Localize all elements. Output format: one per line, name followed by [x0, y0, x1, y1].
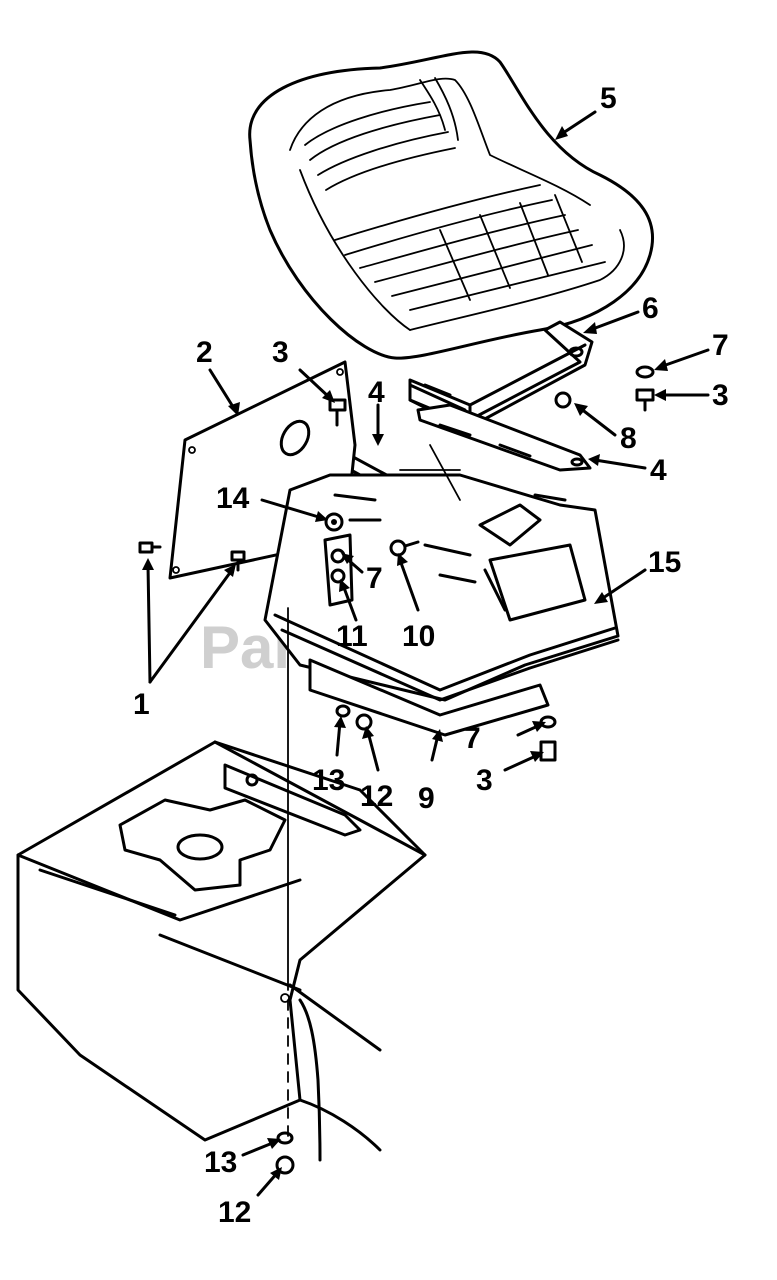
callout-10[interactable]: 10 [402, 620, 435, 653]
leader-arrows [142, 110, 710, 1197]
washer-7a[interactable] [635, 365, 655, 379]
callout-12[interactable]: 12 [218, 1196, 251, 1229]
callout-13[interactable]: 13 [312, 764, 345, 797]
callout-labels: 5 6 7 3 2 3 4 8 4 14 15 7 11 10 1 7 13 1… [133, 82, 729, 1229]
callout-14[interactable]: 14 [216, 482, 250, 515]
bolt-3a[interactable] [635, 388, 655, 402]
callout-3[interactable]: 3 [272, 336, 289, 369]
bolt-1b[interactable] [230, 550, 246, 562]
nut-11[interactable] [330, 568, 346, 584]
callout-5[interactable]: 5 [600, 82, 617, 115]
callout-12[interactable]: 12 [360, 780, 393, 813]
tractor-fender-body [16, 740, 427, 1162]
nut-8[interactable] [554, 391, 572, 409]
seat-part-5[interactable] [248, 50, 655, 360]
hardware-cluster [138, 365, 655, 1175]
callout-7[interactable]: 7 [366, 562, 383, 595]
callout-7[interactable]: 7 [712, 329, 729, 362]
bolt-3c[interactable] [539, 740, 557, 762]
bolt-10[interactable] [389, 539, 407, 557]
callout-6[interactable]: 6 [642, 292, 659, 325]
callout-9[interactable]: 9 [418, 782, 435, 815]
callout-3[interactable]: 3 [476, 764, 493, 797]
washer-7b[interactable] [330, 548, 346, 564]
bolt-1a[interactable] [138, 541, 154, 554]
nut-12a[interactable] [355, 713, 373, 731]
callout-4[interactable]: 4 [368, 376, 385, 409]
callout-2[interactable]: 2 [196, 336, 213, 369]
callout-1[interactable]: 1 [133, 688, 150, 721]
callout-15[interactable]: 15 [648, 546, 681, 579]
callout-8[interactable]: 8 [620, 422, 637, 455]
seat-support-part-9[interactable] [263, 444, 620, 737]
slide-rail-part-4-right[interactable] [416, 403, 592, 472]
washer-13a[interactable] [335, 704, 351, 718]
callout-13[interactable]: 13 [204, 1146, 237, 1179]
callout-11[interactable]: 11 [336, 620, 368, 653]
washer-13b[interactable] [276, 1131, 294, 1145]
callout-7[interactable]: 7 [464, 722, 481, 755]
callout-4[interactable]: 4 [650, 454, 667, 487]
callout-3[interactable]: 3 [712, 379, 729, 412]
